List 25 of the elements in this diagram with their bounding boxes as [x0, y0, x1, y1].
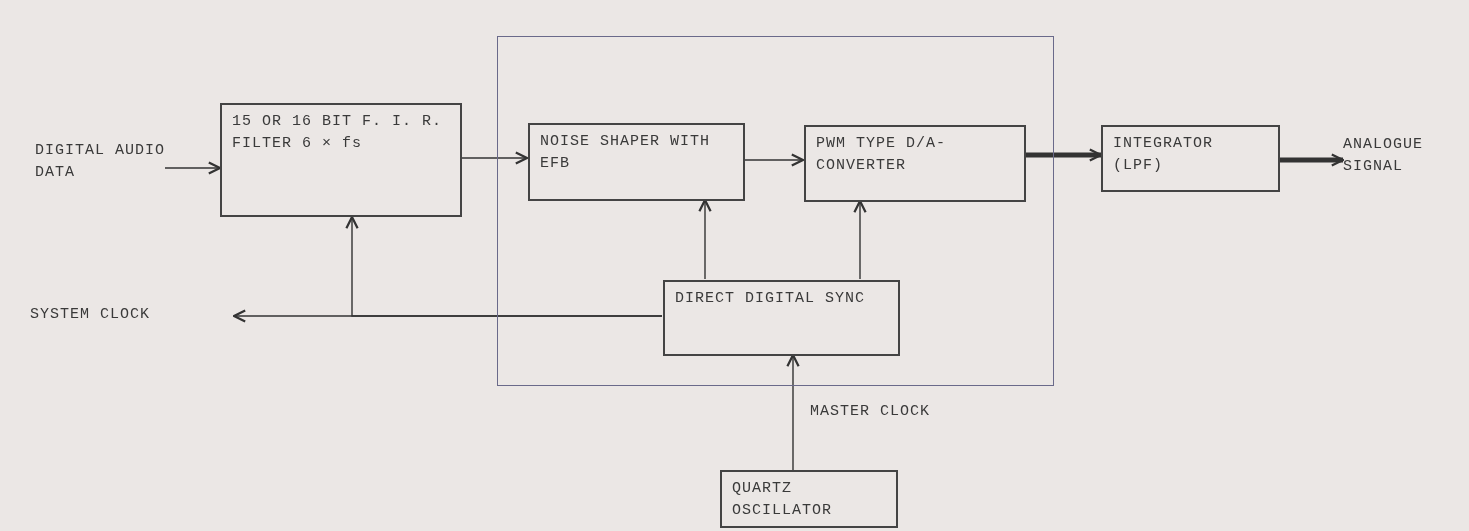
arrow [786, 353, 800, 471]
arrow [1280, 153, 1345, 167]
process-box [220, 103, 462, 217]
signal-label: SYSTEM CLOCK [30, 305, 151, 325]
box-label: PWM TYPE D/A-CONVERTER [816, 134, 948, 176]
chip-boundary-box [497, 36, 1054, 386]
arrow [743, 153, 805, 167]
box-label: QUARTZ OSCILLATOR [732, 479, 833, 521]
arrow [1025, 148, 1103, 162]
process-box [804, 125, 1026, 202]
box-label: DIRECT DIGITAL SYNC [675, 289, 866, 309]
box-label: NOISE SHAPER WITH EFB [540, 132, 712, 174]
arrow [232, 309, 663, 323]
process-box [720, 470, 898, 528]
arrow [461, 151, 529, 165]
signal-label: DIGITAL AUDIO DATA [35, 141, 167, 183]
arrow [698, 198, 712, 280]
signal-label: ANALOGUE SIGNAL [1343, 135, 1424, 177]
box-label: 15 OR 16 BIT F. I. R. FILTER 6 × fs [232, 112, 444, 154]
arrow [853, 199, 867, 280]
arrow [164, 161, 222, 175]
process-box [663, 280, 900, 356]
box-label: INTEGRATOR (LPF) [1113, 134, 1214, 176]
process-box [528, 123, 745, 201]
process-box [1101, 125, 1280, 192]
